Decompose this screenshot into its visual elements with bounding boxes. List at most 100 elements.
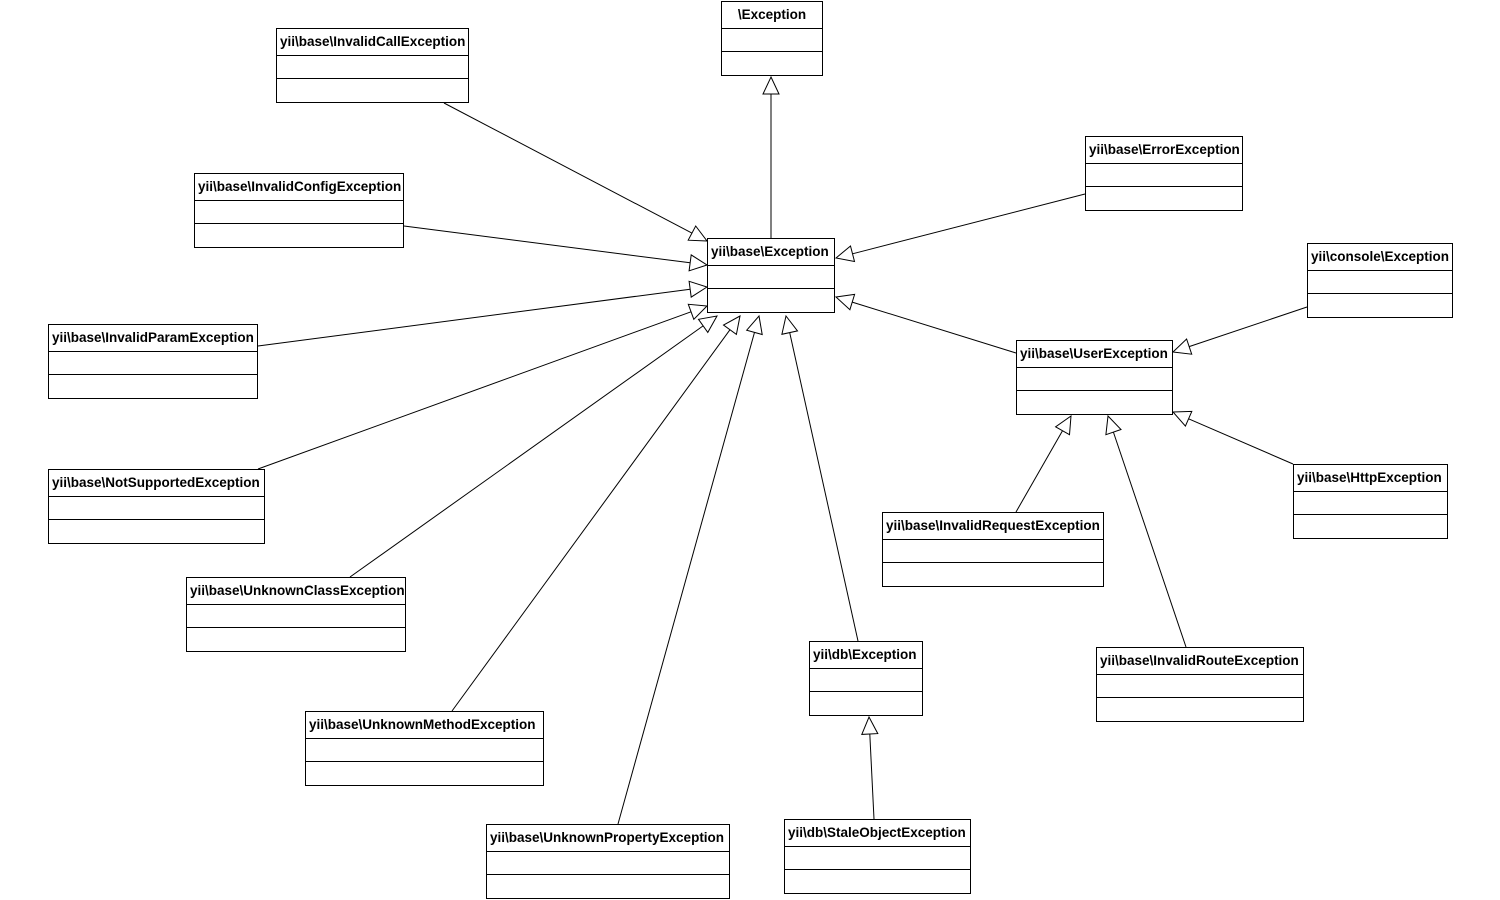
class-name: yii\base\UserException bbox=[1017, 341, 1172, 368]
class-name: yii\base\UnknownMethodException bbox=[306, 712, 543, 739]
inheritance-arrowhead bbox=[834, 293, 856, 311]
inheritance-arrowhead bbox=[762, 75, 780, 95]
class-invalid-route-exception[interactable]: yii\base\InvalidRouteException bbox=[1096, 647, 1304, 722]
attributes-compartment bbox=[306, 739, 543, 762]
operations-compartment bbox=[277, 79, 468, 101]
class-name: yii\base\InvalidRequestException bbox=[883, 513, 1103, 540]
inheritance-arrowhead bbox=[687, 303, 709, 321]
operations-compartment bbox=[810, 692, 922, 714]
attributes-compartment bbox=[1017, 368, 1172, 391]
operations-compartment bbox=[306, 762, 543, 784]
attributes-compartment bbox=[49, 352, 257, 375]
class-error-exception[interactable]: yii\base\ErrorException bbox=[1085, 136, 1243, 211]
class-name: yii\base\Exception bbox=[708, 239, 834, 266]
operations-compartment bbox=[883, 563, 1103, 585]
class-user-exception[interactable]: yii\base\UserException bbox=[1016, 340, 1173, 415]
class-db-exception[interactable]: yii\db\Exception bbox=[809, 641, 923, 716]
class-exception[interactable]: \Exception bbox=[721, 1, 823, 76]
attributes-compartment bbox=[187, 605, 405, 628]
operations-compartment bbox=[1294, 515, 1447, 537]
inheritance-arrowhead bbox=[1105, 414, 1122, 436]
class-http-exception[interactable]: yii\base\HttpException bbox=[1293, 464, 1448, 539]
class-name: yii\console\Exception bbox=[1308, 244, 1452, 271]
generalization-line bbox=[349, 325, 704, 578]
operations-compartment bbox=[708, 289, 834, 311]
attributes-compartment bbox=[277, 56, 468, 79]
class-name: yii\base\ErrorException bbox=[1086, 137, 1242, 164]
inheritance-arrowhead bbox=[697, 315, 718, 334]
generalization-line bbox=[1112, 431, 1187, 648]
class-not-supported-exception[interactable]: yii\base\NotSupportedException bbox=[48, 469, 265, 544]
generalization-line bbox=[443, 102, 693, 234]
class-invalid-request-exception[interactable]: yii\base\InvalidRequestException bbox=[882, 512, 1104, 587]
class-name: yii\db\StaleObjectException bbox=[785, 820, 970, 847]
class-name: \Exception bbox=[722, 2, 822, 29]
attributes-compartment bbox=[883, 540, 1103, 563]
attributes-compartment bbox=[810, 669, 922, 692]
inheritance-arrowhead bbox=[861, 715, 879, 735]
inheritance-arrowhead bbox=[722, 315, 741, 336]
generalization-line bbox=[257, 288, 691, 347]
operations-compartment bbox=[1097, 698, 1303, 720]
generalization-line bbox=[789, 332, 859, 642]
class-name: yii\base\InvalidParamException bbox=[49, 325, 257, 352]
class-unknown-class-exception[interactable]: yii\base\UnknownClassException bbox=[186, 577, 406, 652]
inheritance-arrowhead bbox=[834, 245, 856, 263]
attributes-compartment bbox=[487, 852, 729, 875]
attributes-compartment bbox=[49, 497, 264, 520]
attributes-compartment bbox=[785, 847, 970, 870]
class-name: yii\base\UnknownClassException bbox=[187, 578, 405, 605]
class-yii-base-exception[interactable]: yii\base\Exception bbox=[707, 238, 835, 313]
operations-compartment bbox=[49, 375, 257, 397]
inheritance-arrowhead bbox=[1171, 410, 1193, 428]
class-name: yii\base\InvalidRouteException bbox=[1097, 648, 1303, 675]
operations-compartment bbox=[785, 870, 970, 892]
generalization-line bbox=[257, 311, 692, 470]
inheritance-arrowhead bbox=[1054, 414, 1072, 436]
class-name: yii\db\Exception bbox=[810, 642, 922, 669]
attributes-compartment bbox=[708, 266, 834, 289]
generalization-line bbox=[1188, 306, 1308, 348]
attributes-compartment bbox=[1294, 492, 1447, 515]
attributes-compartment bbox=[1308, 271, 1452, 294]
class-invalid-call-exception[interactable]: yii\base\InvalidCallException bbox=[276, 28, 469, 103]
inheritance-arrowhead bbox=[687, 225, 709, 242]
inheritance-arrowhead bbox=[688, 254, 709, 272]
class-unknown-property-exception[interactable]: yii\base\UnknownPropertyException bbox=[486, 824, 730, 899]
generalization-line bbox=[852, 301, 1017, 354]
operations-compartment bbox=[1308, 294, 1452, 316]
class-name: yii\base\InvalidCallException bbox=[277, 29, 468, 56]
class-console-exception[interactable]: yii\console\Exception bbox=[1307, 243, 1453, 318]
attributes-compartment bbox=[1086, 164, 1242, 187]
operations-compartment bbox=[487, 875, 729, 897]
operations-compartment bbox=[1017, 391, 1172, 413]
attributes-compartment bbox=[195, 201, 403, 224]
generalization-line bbox=[1188, 418, 1294, 465]
operations-compartment bbox=[1086, 187, 1242, 209]
attributes-compartment bbox=[1097, 675, 1303, 698]
operations-compartment bbox=[722, 52, 822, 74]
attributes-compartment bbox=[722, 29, 822, 52]
inheritance-arrowhead bbox=[745, 314, 763, 336]
inheritance-arrowhead bbox=[1171, 338, 1193, 355]
class-name: yii\base\InvalidConfigException bbox=[195, 174, 403, 201]
inheritance-arrowhead bbox=[688, 280, 709, 298]
generalization-line bbox=[617, 332, 755, 825]
generalization-line bbox=[1015, 430, 1063, 513]
generalization-line bbox=[852, 193, 1086, 255]
generalization-line bbox=[403, 225, 691, 264]
class-name: yii\base\NotSupportedException bbox=[49, 470, 264, 497]
class-stale-object-exception[interactable]: yii\db\StaleObjectException bbox=[784, 819, 971, 894]
class-invalid-config-exception[interactable]: yii\base\InvalidConfigException bbox=[194, 173, 404, 248]
class-name: yii\base\HttpException bbox=[1294, 465, 1447, 492]
generalization-line bbox=[451, 329, 731, 712]
generalization-line bbox=[869, 733, 875, 820]
operations-compartment bbox=[187, 628, 405, 650]
class-invalid-param-exception[interactable]: yii\base\InvalidParamException bbox=[48, 324, 258, 399]
operations-compartment bbox=[195, 224, 403, 246]
class-name: yii\base\UnknownPropertyException bbox=[487, 825, 729, 852]
operations-compartment bbox=[49, 520, 264, 542]
inheritance-arrowhead bbox=[781, 314, 799, 335]
class-unknown-method-exception[interactable]: yii\base\UnknownMethodException bbox=[305, 711, 544, 786]
